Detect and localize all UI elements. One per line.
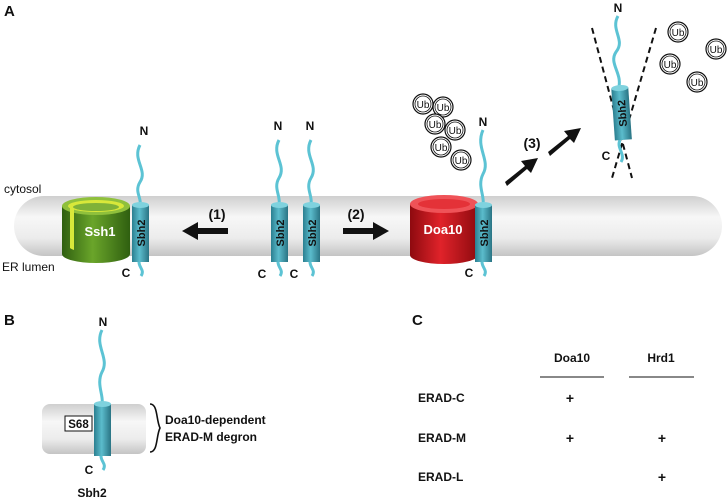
step-1-label: (1) bbox=[208, 206, 225, 222]
ssh1-channel bbox=[62, 197, 130, 263]
sbh2-caption-b: Sbh2 bbox=[77, 486, 107, 500]
residue-label: S68 bbox=[68, 419, 89, 431]
step-3-label: (3) bbox=[523, 135, 540, 151]
row-label: ERAD-M bbox=[418, 431, 466, 445]
sbh2-with-ssh1 bbox=[132, 144, 149, 277]
c-term-2: C bbox=[258, 267, 267, 281]
degron-line-2: ERAD-M degron bbox=[165, 430, 257, 444]
sbh2-label-4: Sbh2 bbox=[479, 220, 491, 247]
cell-value: + bbox=[566, 430, 574, 446]
c-term-5: C bbox=[602, 149, 611, 163]
c-term-4: C bbox=[465, 266, 474, 280]
sbh2-label-2: Sbh2 bbox=[275, 220, 287, 247]
svg-text:Ub: Ub bbox=[429, 120, 442, 131]
cytosol-label: cytosol bbox=[4, 182, 41, 196]
arrow-step-2 bbox=[343, 222, 389, 240]
free-ubiquitin: Ub Ub Ub Ub bbox=[659, 21, 727, 93]
degron-brace bbox=[149, 403, 161, 453]
cell-value: + bbox=[658, 430, 666, 446]
col-doa10: Doa10 bbox=[554, 351, 590, 365]
n-term-3: N bbox=[306, 119, 315, 133]
panel-c-label: C bbox=[412, 312, 423, 329]
svg-text:Ub: Ub bbox=[672, 28, 685, 39]
c-term-b: C bbox=[85, 463, 94, 477]
panel-b-label: B bbox=[4, 312, 15, 329]
sbh2-label-1: Sbh2 bbox=[136, 220, 148, 247]
arrow-step-1 bbox=[182, 222, 228, 240]
sbh2-with-doa10 bbox=[475, 129, 492, 277]
er-lumen-label: ER lumen bbox=[2, 260, 55, 274]
svg-text:Ub: Ub bbox=[664, 60, 677, 71]
svg-text:Ub: Ub bbox=[710, 45, 723, 56]
n-term-2: N bbox=[274, 119, 283, 133]
doa10-ligase bbox=[410, 195, 478, 264]
sbh2-extracted bbox=[611, 15, 632, 163]
n-term-4: N bbox=[479, 115, 488, 129]
svg-text:Ub: Ub bbox=[691, 78, 704, 89]
sbh2-free-a bbox=[271, 139, 288, 277]
cell-value: + bbox=[566, 390, 574, 406]
ubiquitin-chain: Ub Ub Ub Ub Ub Ub bbox=[412, 93, 472, 171]
n-term-5: N bbox=[614, 1, 623, 15]
n-term-b: N bbox=[99, 315, 108, 329]
svg-text:Ub: Ub bbox=[437, 103, 450, 114]
ligase-table: Doa10 Hrd1 ERAD-C + ERAD-M + + ERAD-L + bbox=[418, 351, 694, 485]
n-term-1: N bbox=[140, 124, 149, 138]
extraction-channel bbox=[591, 27, 657, 179]
cell-value: + bbox=[658, 469, 666, 485]
c-term-3: C bbox=[290, 267, 299, 281]
row-label: ERAD-C bbox=[418, 391, 465, 405]
sbh2-free-b bbox=[303, 139, 320, 277]
panel-a-label: A bbox=[4, 3, 15, 20]
c-term-1: C bbox=[122, 266, 131, 280]
svg-text:Ub: Ub bbox=[455, 156, 468, 167]
svg-text:Ub: Ub bbox=[435, 143, 448, 154]
row-label: ERAD-L bbox=[418, 470, 463, 484]
sbh2-label-5: Sbh2 bbox=[616, 99, 630, 127]
step-2-label: (2) bbox=[347, 206, 364, 222]
sbh2-panel-b bbox=[94, 329, 111, 471]
sbh2-label-3: Sbh2 bbox=[307, 220, 319, 247]
col-hrd1: Hrd1 bbox=[647, 351, 675, 365]
arrow-step-3 bbox=[505, 128, 581, 186]
doa10-label: Doa10 bbox=[423, 222, 462, 237]
ssh1-label: Ssh1 bbox=[84, 224, 115, 239]
svg-text:Ub: Ub bbox=[417, 100, 430, 111]
residue-box bbox=[64, 415, 93, 432]
svg-text:Ub: Ub bbox=[449, 126, 462, 137]
er-membrane bbox=[14, 196, 722, 256]
degron-line-1: Doa10-dependent bbox=[165, 413, 266, 427]
